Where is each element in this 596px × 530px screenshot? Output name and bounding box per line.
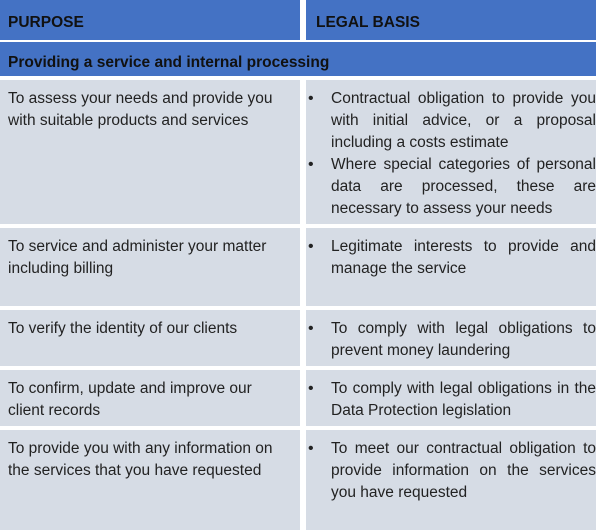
row-purpose-5: To provide you with any information on t… <box>0 430 300 530</box>
row-basis-4: • To comply with legal obligations in the… <box>306 370 596 426</box>
basis-item: • To comply with legal obligations to pre… <box>306 318 596 362</box>
basis-item: • Contractual obligation to provide you w… <box>306 88 596 154</box>
purpose-column-header: PURPOSE <box>0 0 300 40</box>
row-purpose-3: To verify the identity of our clients <box>0 310 300 366</box>
legal-basis-column-header: LEGAL BASIS <box>306 0 596 40</box>
bullet-icon: • <box>308 156 314 173</box>
basis-list-5: • To meet our contractual obligation to p… <box>306 438 596 504</box>
row-basis-2: • Legitimate interests to provide and man… <box>306 228 596 306</box>
row-basis-5: • To meet our contractual obligation to p… <box>306 430 596 530</box>
basis-list-4: • To comply with legal obligations in the… <box>306 378 596 422</box>
basis-item-text: Where special categories of personal dat… <box>331 156 596 217</box>
basis-item: • To comply with legal obligations in the… <box>306 378 596 422</box>
bullet-icon: • <box>308 90 314 107</box>
bullet-icon: • <box>308 238 314 255</box>
basis-item-text: Legitimate interests to provide and mana… <box>331 238 596 277</box>
bullet-icon: • <box>308 380 314 397</box>
basis-list-1: • Contractual obligation to provide you w… <box>306 88 596 220</box>
basis-item-text: To meet our contractual obligation to pr… <box>331 440 596 501</box>
basis-item-text: Contractual obligation to provide you wi… <box>331 90 596 151</box>
row-basis-1: • Contractual obligation to provide you w… <box>306 80 596 224</box>
basis-item-text: To comply with legal obligations to prev… <box>331 320 596 359</box>
basis-list-3: • To comply with legal obligations to pre… <box>306 318 596 362</box>
basis-item: • To meet our contractual obligation to p… <box>306 438 596 504</box>
basis-item: • Legitimate interests to provide and man… <box>306 236 596 280</box>
bullet-icon: • <box>308 320 314 337</box>
basis-list-2: • Legitimate interests to provide and man… <box>306 236 596 280</box>
row-purpose-2: To service and administer your matter in… <box>0 228 300 306</box>
bullet-icon: • <box>308 440 314 457</box>
basis-item: • Where special categories of personal da… <box>306 154 596 220</box>
basis-item-text: To comply with legal obligations in the … <box>331 380 596 419</box>
section-title: Providing a service and internal process… <box>0 42 596 76</box>
row-purpose-4: To confirm, update and improve our clien… <box>0 370 300 426</box>
row-purpose-1: To assess your needs and provide you wit… <box>0 80 300 224</box>
row-basis-3: • To comply with legal obligations to pre… <box>306 310 596 366</box>
